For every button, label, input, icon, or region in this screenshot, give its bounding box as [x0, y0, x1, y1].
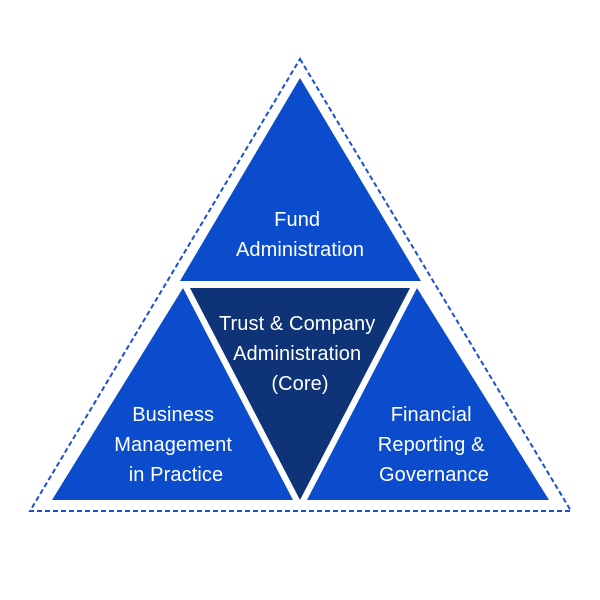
label-line: Management [114, 434, 232, 456]
segment-trust-company-administration-core-label: Trust & Company Administration (Core) [219, 313, 381, 395]
segment-fund-administration-shape[interactable] [180, 78, 421, 281]
label-line: Governance [379, 464, 489, 486]
segment-financial-reporting-governance-shape[interactable] [307, 288, 549, 500]
segment-business-management-in-practice-label: Business Management in Practice [114, 404, 237, 486]
label-line: Reporting & [378, 434, 485, 456]
label-line: Business [132, 404, 214, 426]
segment-fund-administration[interactable]: Fund Administration [180, 78, 421, 281]
label-line: Trust & Company [219, 313, 375, 335]
segment-trust-company-administration-core-shape[interactable] [190, 288, 410, 500]
segment-business-management-in-practice[interactable]: Business Management in Practice [52, 288, 293, 500]
segment-financial-reporting-governance-label: Financial Reporting & Governance [378, 404, 490, 486]
label-line: Administration [236, 239, 364, 261]
label-line: (Core) [271, 373, 328, 395]
dashed-triangle-outline [28, 57, 573, 512]
segment-financial-reporting-governance[interactable]: Financial Reporting & Governance [307, 288, 549, 500]
label-line: Administration [233, 343, 361, 365]
label-line: in Practice [129, 464, 223, 486]
segment-fund-administration-label: Fund Administration [236, 209, 364, 261]
label-line: Fund [274, 209, 320, 231]
label-line: Financial [391, 404, 472, 426]
segment-trust-company-administration-core[interactable]: Trust & Company Administration (Core) [190, 288, 410, 500]
segment-business-management-in-practice-shape[interactable] [52, 288, 293, 500]
